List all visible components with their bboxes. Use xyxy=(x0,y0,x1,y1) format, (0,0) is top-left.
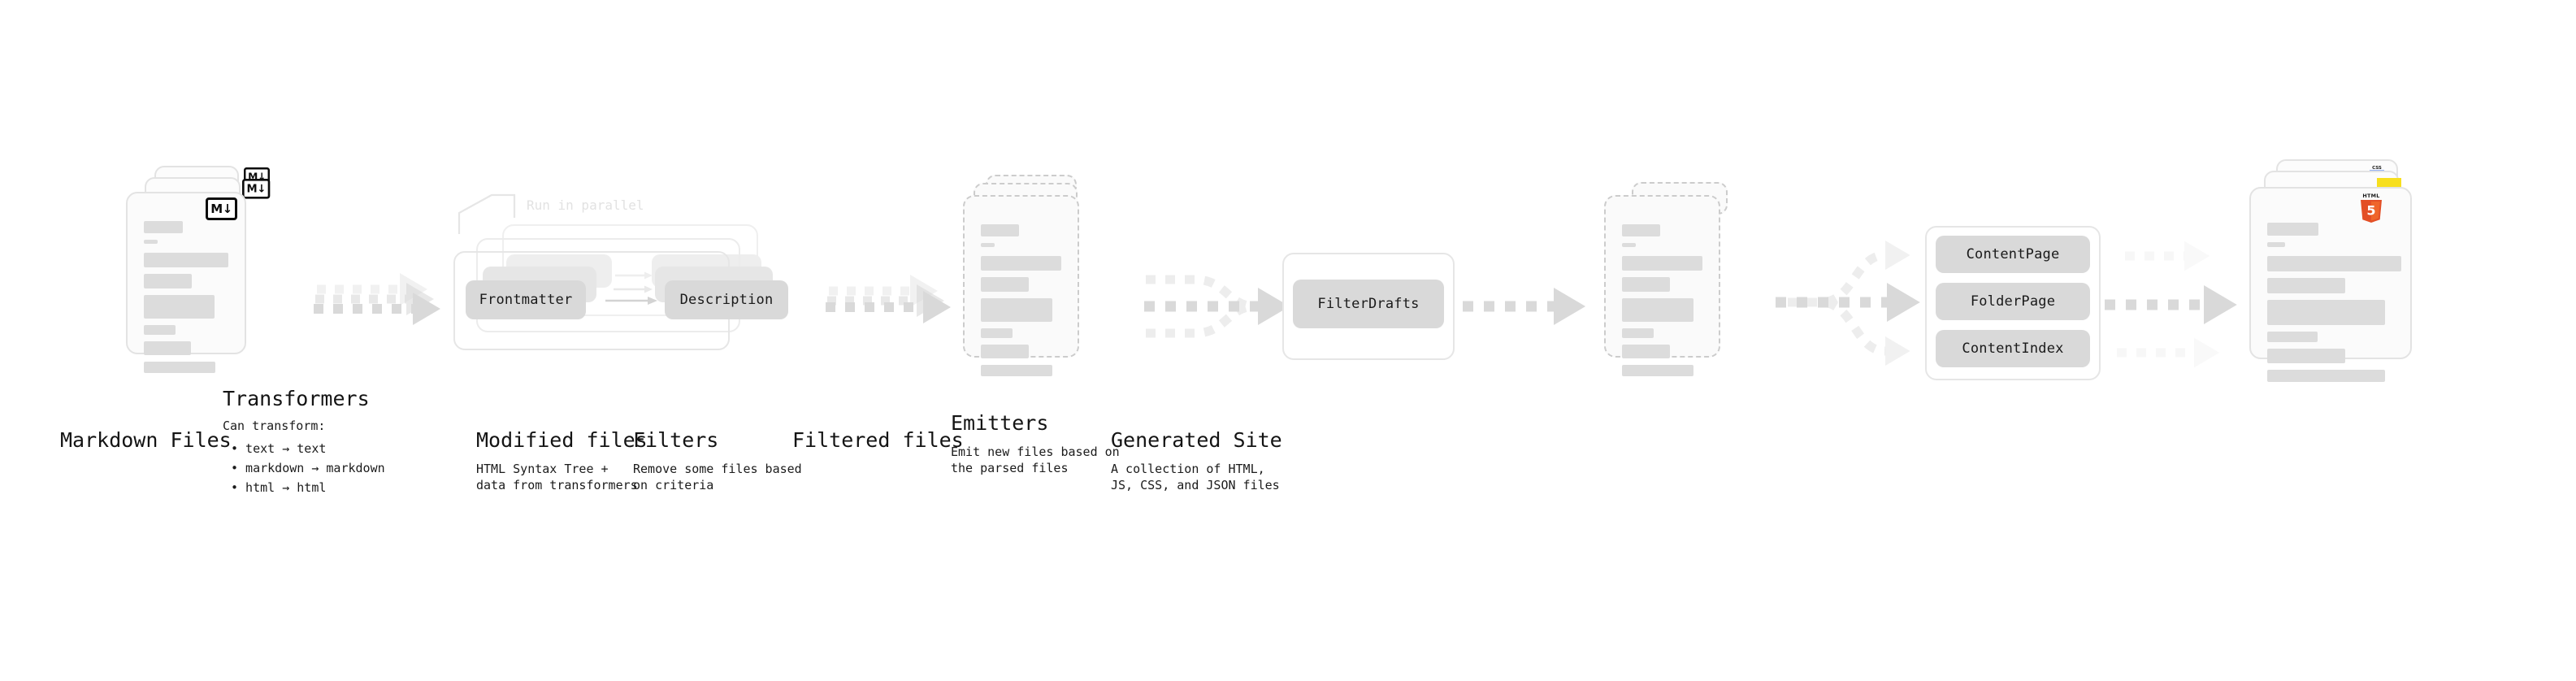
placeholder-text-lines xyxy=(2267,223,2401,382)
svg-text:CSS: CSS xyxy=(2372,166,2382,171)
markdown-icon: M↓ xyxy=(242,179,271,199)
emitter-node-folderpage[interactable]: FolderPage xyxy=(1936,283,2090,320)
run-in-parallel-bracket xyxy=(458,193,516,234)
stage-title-filters: Filters xyxy=(633,428,719,452)
modified-file-card-front xyxy=(963,195,1079,376)
transformer-node-description[interactable]: Description xyxy=(665,280,788,319)
emitter-node-contentindex-label: ContentIndex xyxy=(1962,340,2064,357)
connector-transformers-to-modified xyxy=(826,275,951,323)
stage-title-generated-site: Generated Site xyxy=(1111,428,1282,452)
html5-icon: HTML 5 xyxy=(2361,193,2382,223)
transform-bullet-3: • html → html xyxy=(231,480,327,495)
stage-title-transformers: Transformers xyxy=(223,387,370,410)
transformer-node-label: Frontmatter xyxy=(479,292,573,308)
connector-md-to-transformers xyxy=(314,273,440,325)
transformer-inner-arrow-back xyxy=(615,271,653,280)
transformer-inner-arrow xyxy=(605,297,657,305)
stage-title-emitters: Emitters xyxy=(951,411,1049,435)
connector-emitters-to-site xyxy=(2105,241,2237,368)
stage-subtitle-filters: Remove some files based on criteria xyxy=(633,462,802,492)
filter-node-filterdrafts-label: FilterDrafts xyxy=(1317,296,1420,312)
stage-title-markdown-files: Markdown Files xyxy=(60,428,232,452)
connector-filters-to-filtered xyxy=(1463,288,1586,325)
emitter-node-contentindex[interactable]: ContentIndex xyxy=(1936,330,2090,367)
placeholder-text-lines xyxy=(981,224,1061,376)
transform-bullet-1: • text → text xyxy=(231,441,327,456)
placeholder-text-lines xyxy=(144,221,228,373)
stage-subtitle-emitters: Emit new files based on the parsed files xyxy=(951,445,1120,475)
html5-digit: 5 xyxy=(2366,203,2375,219)
site-file-card-front xyxy=(2249,187,2412,382)
stage-subtitle-modified-files: HTML Syntax Tree + data from transformer… xyxy=(476,462,638,492)
connector-filtered-to-emitters xyxy=(1776,241,1920,366)
run-in-parallel-label: Run in parallel xyxy=(527,197,644,213)
markdown-icon: M↓ xyxy=(206,197,237,220)
filtered-file-card-front xyxy=(1604,195,1720,376)
emitter-node-contentpage[interactable]: ContentPage xyxy=(1936,236,2090,273)
transformer-inner-arrow-mid xyxy=(614,285,653,293)
stage-title-filtered-files: Filtered files xyxy=(792,428,964,452)
emitter-node-folderpage-label: FolderPage xyxy=(1970,293,2056,310)
transform-bullet-2: • markdown → markdown xyxy=(231,461,385,475)
svg-text:HTML: HTML xyxy=(2362,193,2379,199)
filter-node-filterdrafts[interactable]: FilterDrafts xyxy=(1293,280,1444,328)
stage-subtitle-generated-site: A collection of HTML, JS, CSS, and JSON … xyxy=(1111,462,1280,492)
emitter-node-contentpage-label: ContentPage xyxy=(1966,246,2060,262)
stage-subtitle-transformers: Can transform: xyxy=(223,419,326,433)
transformer-node-label: Description xyxy=(679,292,774,308)
transformer-node-frontmatter[interactable]: Frontmatter xyxy=(466,280,586,319)
stage-title-modified-files: Modified files xyxy=(476,428,648,452)
placeholder-text-lines xyxy=(1622,224,1702,376)
connector-modified-to-filters xyxy=(1144,275,1290,338)
